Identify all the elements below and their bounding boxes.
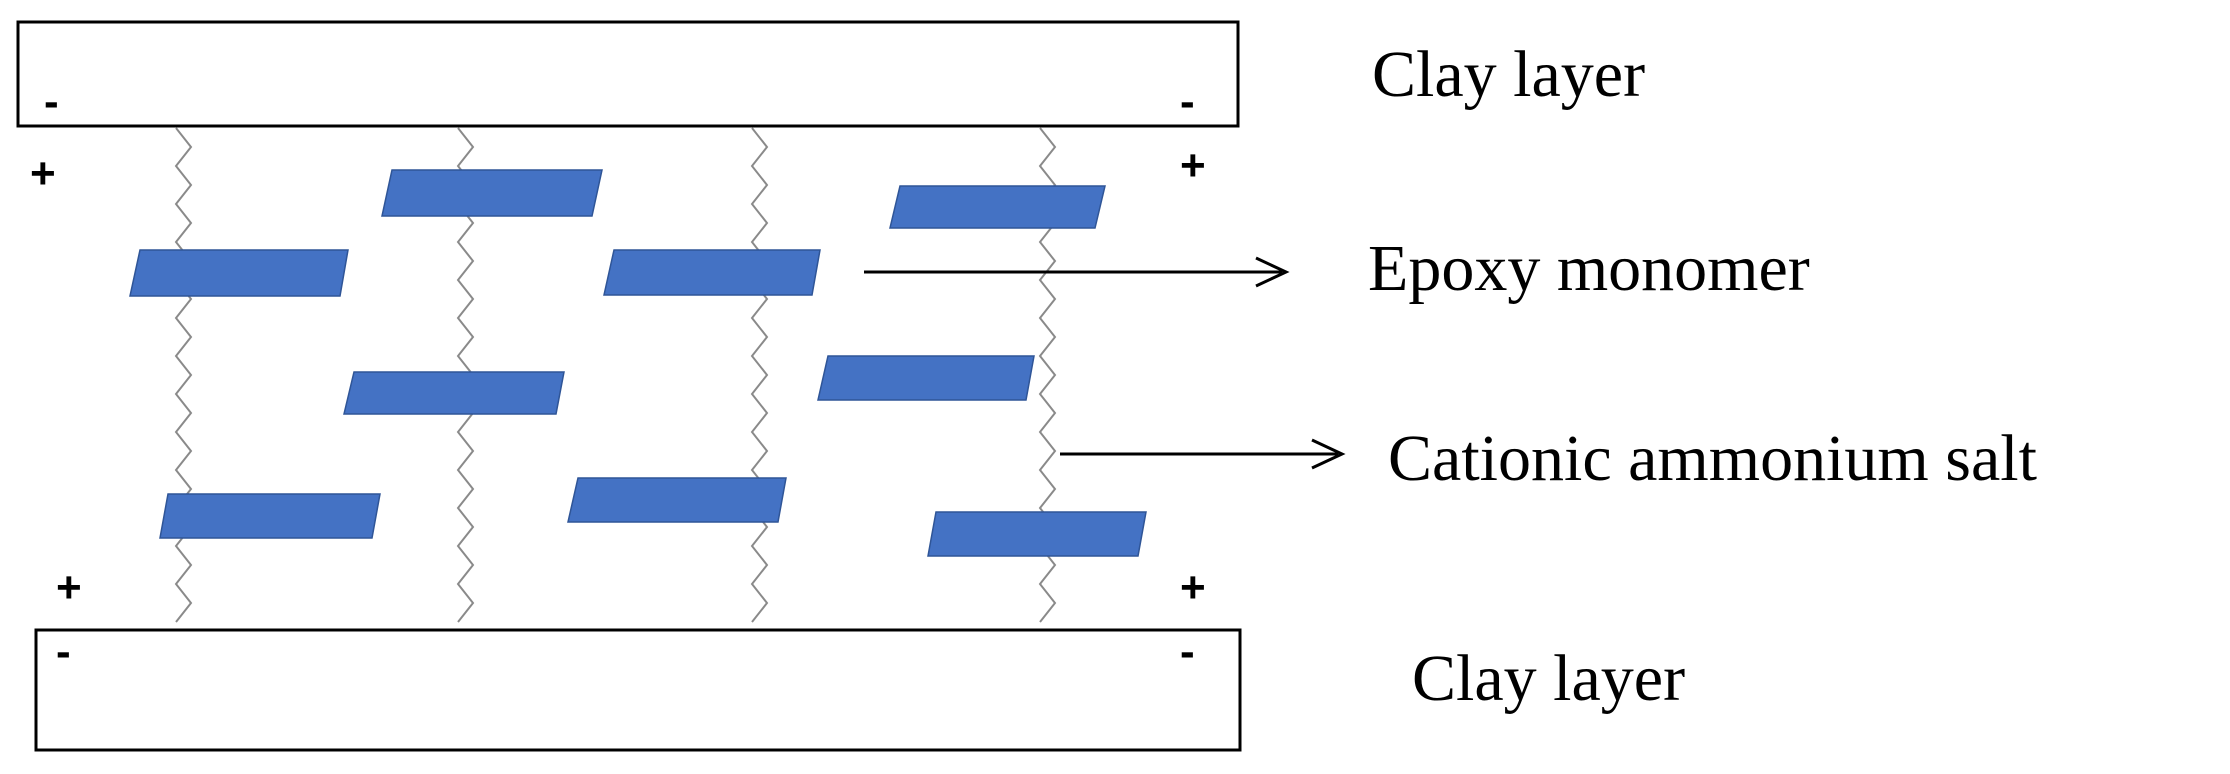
label-clay-layer-top: Clay layer (1372, 38, 1645, 111)
minus-sign: - (56, 627, 71, 676)
label-cationic-ammonium-salt: Cationic ammonium salt (1388, 422, 2037, 495)
epoxy-monomer (381, 169, 603, 217)
label-epoxy-monomer: Epoxy monomer (1368, 232, 1810, 305)
epoxy-monomer (889, 185, 1106, 229)
clay-layer-top (16, 20, 1240, 128)
epoxy-monomer (603, 249, 821, 296)
plus-sign: + (30, 149, 56, 198)
clay-layer-bottom (34, 628, 1242, 752)
plus-sign: + (56, 563, 82, 612)
epoxy-monomer (343, 371, 565, 415)
epoxy-monomer (817, 355, 1035, 401)
label-clay-layer-bottom: Clay layer (1412, 642, 1685, 715)
minus-sign: - (1180, 627, 1195, 676)
epoxy-monomer (129, 249, 349, 297)
ammonium-chain (174, 127, 193, 623)
epoxy-arrow-head (1255, 256, 1290, 288)
cationic-arrow-head (1311, 438, 1346, 470)
epoxy-monomers (129, 169, 1147, 557)
ammonium-chain (750, 127, 769, 623)
minus-sign: - (44, 77, 59, 126)
plus-sign: + (1180, 563, 1206, 612)
minus-sign: - (1180, 77, 1195, 126)
epoxy-monomer (159, 493, 381, 539)
plus-sign: + (1180, 141, 1206, 190)
epoxy-monomer (567, 477, 787, 523)
epoxy-monomer (927, 511, 1147, 557)
